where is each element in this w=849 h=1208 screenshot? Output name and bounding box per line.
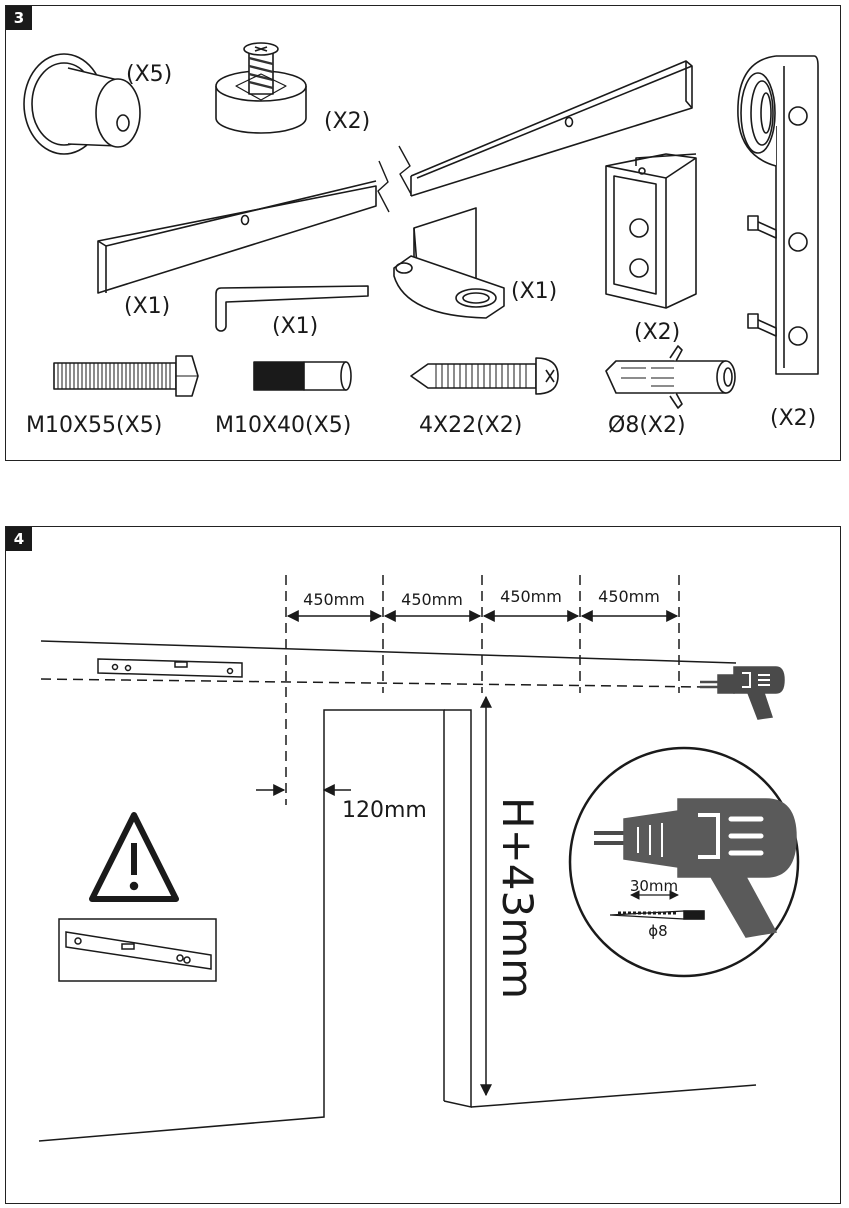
drill-depth-label: 30mm	[630, 877, 678, 895]
bolt-m10x55-label: M10X55(X5)	[26, 413, 162, 438]
screw-4x22-label: 4X22(X2)	[419, 413, 522, 438]
spacer-clamp-quantity: (X2)	[634, 320, 680, 345]
step-number-badge: 4	[6, 527, 32, 551]
door-stopper-icon	[23, 53, 141, 155]
spacing-label-4: 450mm	[598, 587, 660, 606]
hanger-quantity: (X2)	[770, 406, 816, 431]
height-label: H+43mm	[493, 797, 542, 999]
spirit-level-icon	[97, 658, 243, 678]
drill-large-icon	[594, 798, 797, 938]
track-quantity: (X1)	[124, 294, 170, 319]
stopper-quantity: (X5)	[126, 62, 172, 87]
drill-small-icon	[700, 666, 785, 720]
spacing-label-2: 450mm	[401, 590, 463, 609]
allen-key-quantity: (X1)	[272, 314, 318, 339]
hardware-parts-diagram: (X5) (X2) (X1) (X1) (X1) (X2) (X2) M10X5…	[23, 42, 819, 438]
spacing-label-1: 450mm	[303, 590, 365, 609]
step-3-panel: 3	[5, 5, 841, 461]
anchor-label: Ø8(X2)	[608, 413, 686, 438]
spacing-label-3: 450mm	[500, 587, 562, 606]
floor-guide-quantity: (X1)	[511, 279, 557, 304]
track-mounting-diagram: 450mm 450mm 450mm 450mm 120mm H+43mm 30m…	[38, 575, 800, 1142]
door-opening-outline	[38, 709, 445, 1142]
offset-label: 120mm	[342, 798, 427, 823]
allen-key-icon	[215, 285, 369, 332]
step-4-panel: 4	[5, 526, 841, 1204]
spirit-level-icon	[65, 931, 212, 970]
floor-guide-icon	[393, 207, 505, 319]
drill-bit-label: ϕ8	[648, 922, 667, 940]
bolt-m10x40-label: M10X40(X5)	[215, 413, 351, 438]
barn-door-hanger-icon	[737, 55, 819, 375]
drill-line	[40, 678, 707, 688]
bolt-m10x40-icon	[253, 361, 352, 391]
screw-4x22-icon	[410, 357, 559, 395]
bolt-m10x55-icon	[53, 355, 199, 397]
step-number-badge: 3	[6, 6, 32, 30]
ceiling-line	[40, 640, 737, 664]
anti-jump-disc-icon	[215, 42, 307, 134]
anti-jump-quantity: (X2)	[324, 109, 370, 134]
wall-anchor-icon	[605, 345, 736, 409]
floor-line	[470, 1084, 757, 1108]
sliding-track-icon	[97, 60, 693, 294]
spacer-clamp-icon	[605, 153, 697, 309]
door-frame-side	[443, 709, 472, 1108]
